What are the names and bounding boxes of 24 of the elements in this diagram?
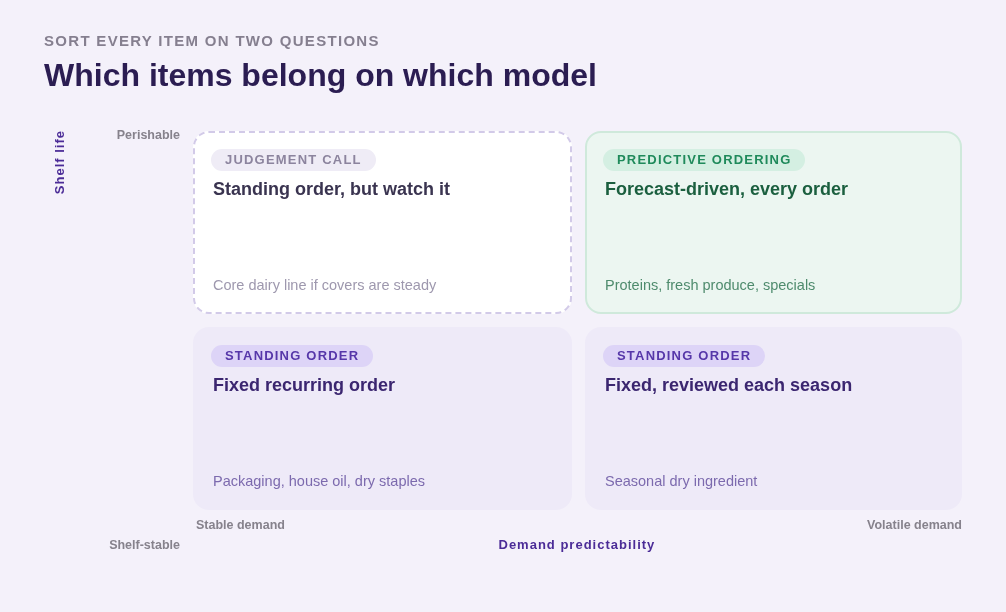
axis-title: Demand predictability bbox=[498, 537, 656, 552]
axis-end-label: Perishable bbox=[116, 128, 180, 142]
axis-end-label: Stable demand bbox=[196, 518, 285, 532]
category-badge: PREDICTIVE ORDERING bbox=[603, 149, 806, 171]
category-badge: STANDING ORDER bbox=[211, 345, 374, 367]
axis-end-label: Volatile demand bbox=[867, 518, 962, 532]
card-heading: Forecast-driven, every order bbox=[605, 178, 849, 200]
quadrant-card bbox=[585, 131, 962, 314]
quadrant-card bbox=[193, 327, 572, 510]
page-title: Which items belong on which model bbox=[44, 57, 597, 94]
quadrant-card bbox=[193, 131, 572, 314]
card-heading: Standing order, but watch it bbox=[213, 178, 450, 200]
card-description: Packaging, house oil, dry staples bbox=[213, 472, 425, 490]
card-description: Proteins, fresh produce, specials bbox=[605, 276, 816, 294]
axis-end-label: Shelf-stable bbox=[109, 538, 180, 552]
card-heading: Fixed recurring order bbox=[213, 374, 396, 396]
category-badge: STANDING ORDER bbox=[603, 345, 766, 367]
card-heading: Fixed, reviewed each season bbox=[605, 374, 853, 396]
card-description: Seasonal dry ingredient bbox=[605, 472, 758, 490]
category-badge: JUDGEMENT CALL bbox=[211, 149, 376, 171]
card-description: Core dairy line if covers are steady bbox=[213, 276, 437, 294]
quadrant-card bbox=[585, 327, 962, 510]
axis-title: Shelf life bbox=[52, 130, 67, 195]
page-eyebrow: SORT EVERY ITEM ON TWO QUESTIONS bbox=[44, 32, 380, 49]
